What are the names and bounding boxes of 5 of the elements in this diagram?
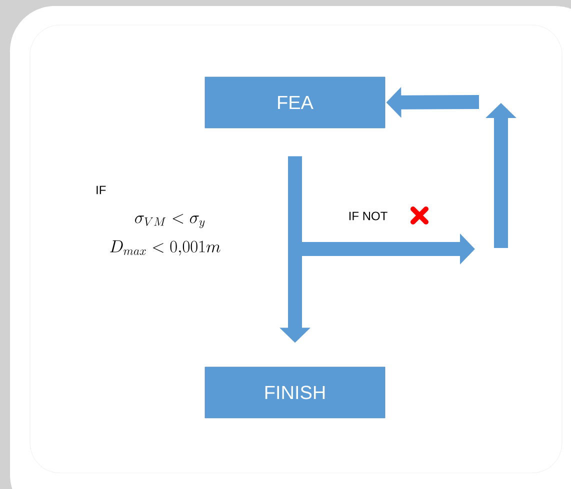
condition-label: IF — [96, 186, 106, 194]
condition-formula: $\sigma_{VM} < \sigma_y$ — [135, 214, 205, 228]
process-box: FINISH — [204, 366, 386, 418]
edge-label: IF NOT — [349, 212, 388, 220]
condition-formula: $D_{max} < 0{,}001m$ — [110, 240, 220, 256]
